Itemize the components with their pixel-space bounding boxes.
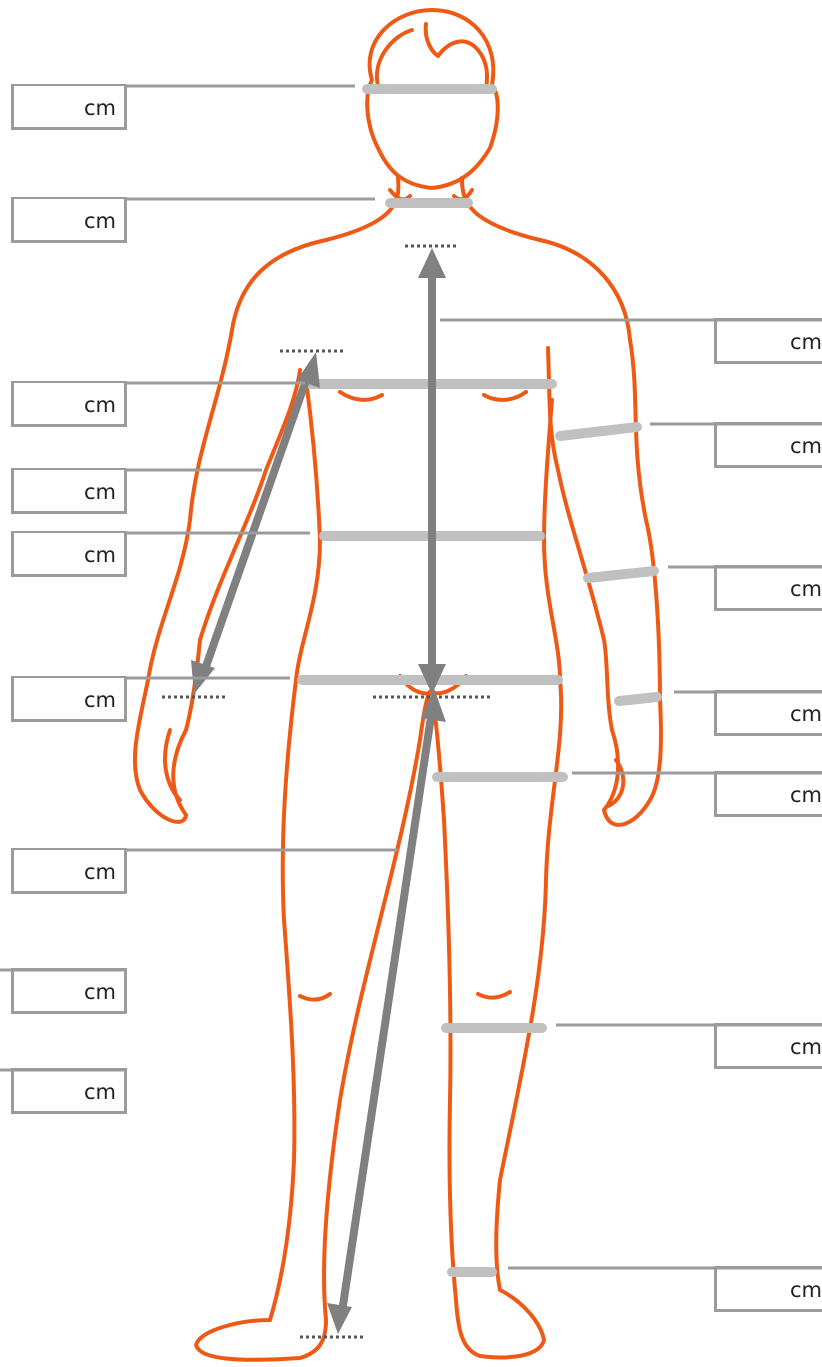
inseam-unit-label: cm [84, 860, 116, 884]
torso-length-unit-label: cm [790, 330, 822, 354]
upper-arm-unit-label: cm [790, 434, 822, 458]
left-chest-mark [340, 392, 382, 400]
hair-line [377, 24, 487, 90]
neck-left [326, 178, 398, 240]
calf-measurement-field[interactable]: cm [714, 1023, 822, 1069]
right-chest-mark [484, 392, 526, 400]
head-outline [367, 10, 498, 188]
wrist-measurement-field[interactable]: cm [714, 690, 822, 736]
measurement-bands [302, 89, 657, 1272]
waist-unit-label: cm [84, 543, 116, 567]
leg-arrow-head-bottom [327, 1303, 352, 1334]
waist-measurement-field[interactable]: cm [11, 531, 127, 577]
head-unit-label: cm [84, 96, 116, 120]
calf-left-measurement-field[interactable]: cm [11, 1068, 127, 1114]
knee-measurement-field[interactable]: cm [11, 968, 127, 1014]
head-measurement-field[interactable]: cm [11, 84, 127, 130]
forearm-band [588, 571, 654, 578]
wrist-unit-label: cm [790, 702, 822, 726]
neck-unit-label: cm [84, 209, 116, 233]
thigh-unit-label: cm [790, 783, 822, 807]
torso-arrow-head-top [418, 248, 446, 278]
left-torso [296, 380, 320, 680]
chest-unit-label: cm [84, 393, 116, 417]
upper-arm-band [560, 427, 637, 436]
thigh-measurement-field[interactable]: cm [714, 771, 822, 817]
left-shoulder-arm-outer [135, 240, 326, 822]
upper-arm-measurement-field[interactable]: cm [714, 422, 822, 468]
calf-left-unit-label: cm [84, 1080, 116, 1104]
arm-length-measurement-field[interactable]: cm [11, 468, 127, 514]
knee-unit-label: cm [84, 980, 116, 1004]
torso-length-measurement-field[interactable]: cm [714, 318, 822, 364]
ankle-measurement-field[interactable]: cm [714, 1266, 822, 1312]
chest-measurement-field[interactable]: cm [11, 381, 127, 427]
left-leg-outer [196, 680, 326, 1360]
left-arm-inner [173, 370, 300, 815]
left-leg-inner [324, 690, 432, 1320]
arm-arrow-shaft [204, 375, 308, 672]
neck-right [462, 178, 540, 240]
left-knee-mark [300, 994, 330, 1000]
wrist-band [619, 697, 657, 701]
leg-arrow-shaft [342, 710, 432, 1312]
neck-measurement-field[interactable]: cm [11, 197, 127, 243]
forearm-measurement-field[interactable]: cm [714, 565, 822, 611]
hip-measurement-field[interactable]: cm [11, 676, 127, 722]
measurement-arrows [191, 248, 446, 1334]
ankle-unit-label: cm [790, 1278, 822, 1302]
calf-unit-label: cm [790, 1035, 822, 1059]
forearm-unit-label: cm [790, 577, 822, 601]
right-knee-mark [478, 992, 510, 998]
arm-length-unit-label: cm [84, 480, 116, 504]
inseam-measurement-field[interactable]: cm [11, 848, 127, 894]
hip-unit-label: cm [84, 688, 116, 712]
